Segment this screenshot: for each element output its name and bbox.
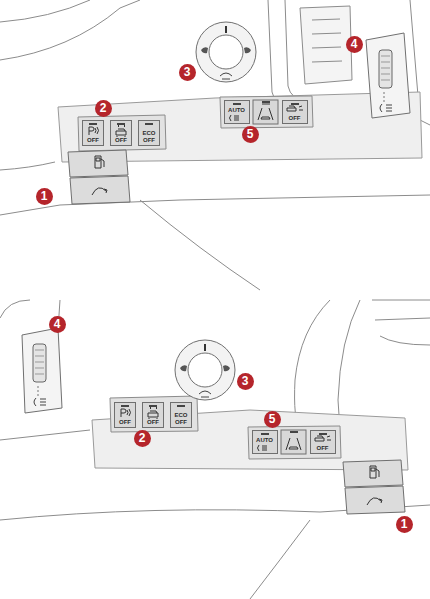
callout-number: 3 (237, 373, 254, 390)
switch-button: OFF (110, 120, 132, 146)
callout-number: 1 (36, 188, 53, 205)
callout-number: 2 (95, 100, 112, 117)
button-text: OFF (85, 137, 101, 144)
callout-number: 1 (396, 516, 413, 533)
callout-number: 5 (264, 411, 281, 428)
button-text: OFF (312, 445, 334, 452)
button-text: OFF (284, 115, 306, 122)
button-text: ECO OFF (173, 412, 189, 425)
lane-button (281, 430, 306, 454)
switch-button: ECO OFF (138, 120, 160, 146)
button-text: AUTO (254, 437, 276, 444)
button-text: OFF (113, 137, 129, 144)
callout-number: 3 (179, 64, 196, 81)
button-text: OFF (145, 419, 161, 426)
callout-number: 4 (346, 36, 363, 53)
button-text: ECO OFF (141, 130, 157, 143)
callout-number: 5 (242, 126, 259, 143)
callout-number: 2 (134, 430, 151, 447)
switch-button: OFF (82, 120, 104, 146)
switch-button: OFF (282, 100, 308, 124)
switch-button: OFF (142, 402, 164, 428)
button-text: AUTO (226, 107, 248, 114)
switch-button: ECO OFF (170, 402, 192, 428)
switch-button: OFF (114, 402, 136, 428)
button-text: OFF (117, 419, 133, 426)
callout-number: 4 (49, 316, 66, 333)
switch-button: OFF (310, 430, 336, 454)
switch-button: AUTO (224, 100, 250, 124)
switch-button: AUTO (252, 430, 278, 454)
